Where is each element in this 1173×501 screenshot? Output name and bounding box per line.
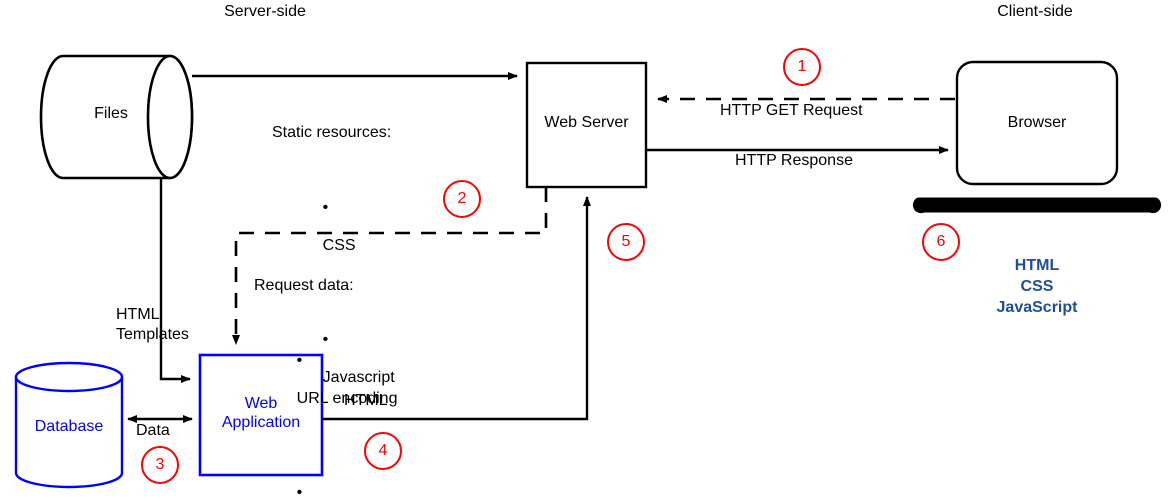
browser-node-label: Browser xyxy=(1007,114,1067,131)
request-data-item-1: • GET/POST data xyxy=(254,466,413,501)
files-cylinder-shape xyxy=(39,54,194,180)
static-resources-title: Static resources: xyxy=(272,123,392,141)
edge-label-http-response: HTTP Response xyxy=(735,152,853,169)
files-node-label: Files xyxy=(94,105,128,122)
request-data-item-0-text: URL encoding xyxy=(296,390,398,407)
laptop-base-shape xyxy=(912,197,1162,214)
edge-label-html: HTML xyxy=(344,392,388,409)
static-resources-item-0-text: CSS xyxy=(322,237,356,254)
step-marker-1: 1 xyxy=(783,48,821,86)
step-marker-3: 3 xyxy=(141,446,179,484)
edge-label-http-get-request: HTTP GET Request xyxy=(720,102,863,119)
request-data-block: Request data: • URL encoding • GET/POST … xyxy=(254,239,413,501)
static-resources-item-1: • Javascript xyxy=(272,313,395,407)
web-application-node-label-line1: Web xyxy=(244,395,278,412)
client-stack-html: HTML xyxy=(1014,257,1060,274)
client-stack-javascript: JavaScript xyxy=(996,299,1078,316)
edge-label-html-templates-line2: Templates xyxy=(116,326,189,343)
step-marker-5: 5 xyxy=(607,223,645,261)
edge-files-to-webapp-templates xyxy=(159,178,191,383)
static-resources-item-1-bullet: • xyxy=(322,331,329,349)
web-server-box-shape xyxy=(525,61,648,189)
static-resources-item-0: • CSS xyxy=(272,180,395,274)
request-data-item-0-bullet: • xyxy=(296,352,303,370)
edge-label-html-templates-line1: HTML xyxy=(116,306,160,323)
step-marker-6: 6 xyxy=(922,223,960,261)
request-data-item-1-bullet: • xyxy=(296,484,303,501)
static-resources-item-0-bullet: • xyxy=(322,199,329,217)
header-client-side: Client-side xyxy=(997,3,1073,20)
database-cylinder-shape xyxy=(14,361,124,489)
web-application-box-shape xyxy=(198,353,324,477)
header-server-side: Server-side xyxy=(224,3,306,20)
static-resources-item-1-text: Javascript xyxy=(322,369,395,387)
web-application-node-label-line2: Application xyxy=(221,414,301,431)
database-node-label: Database xyxy=(34,418,104,435)
step-marker-2: 2 xyxy=(443,180,481,218)
static-resources-block: Static resources: • CSS • Javascript Ima… xyxy=(272,86,395,501)
web-server-node-label: Web Server xyxy=(544,114,629,131)
edge-webapp-to-webserver-html xyxy=(322,196,591,421)
request-data-item-0: • URL encoding xyxy=(254,333,413,427)
step-marker-4: 4 xyxy=(364,432,402,470)
request-data-title: Request data: xyxy=(254,276,354,294)
browser-box-shape xyxy=(955,60,1119,186)
edge-label-data: Data xyxy=(136,422,170,439)
client-stack-css: CSS xyxy=(1020,278,1054,295)
